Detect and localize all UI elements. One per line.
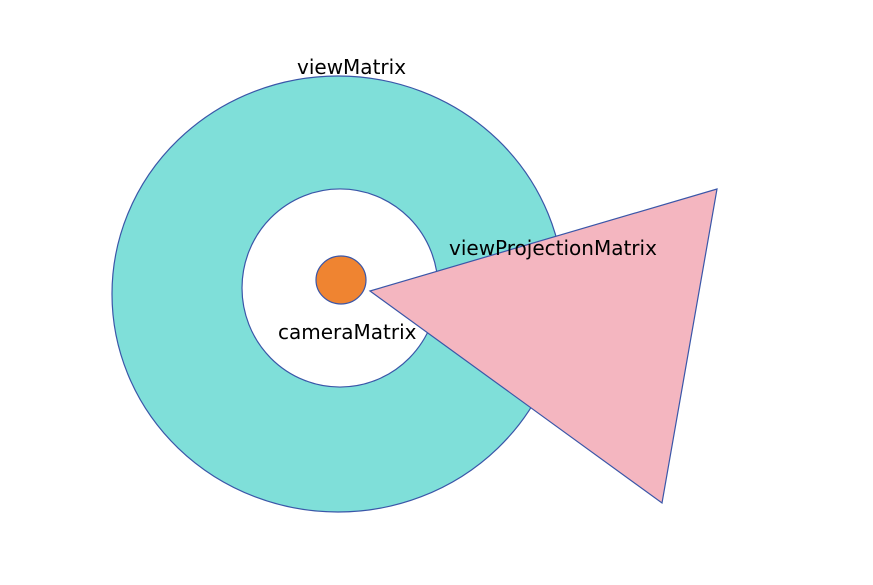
- view-matrix-label: viewMatrix: [297, 55, 406, 79]
- view-projection-matrix-label: viewProjectionMatrix: [449, 236, 657, 260]
- view-projection-frustum: [368, 188, 718, 505]
- camera-dot: [315, 255, 367, 305]
- camera-matrix-label: cameraMatrix: [278, 320, 417, 344]
